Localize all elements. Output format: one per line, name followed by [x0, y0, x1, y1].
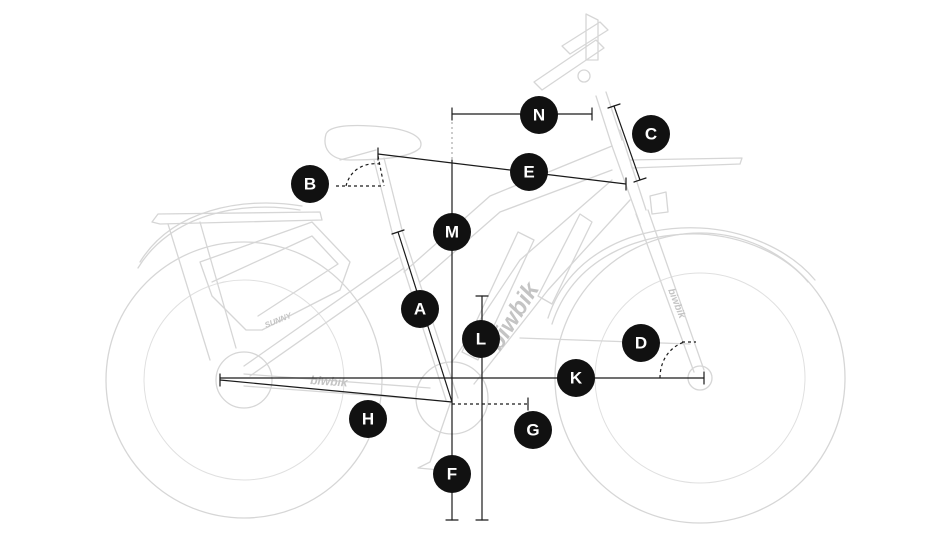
- svg-text:C: C: [645, 125, 657, 144]
- dimension-line-b: [336, 163, 382, 187]
- badge-m: N: [520, 96, 558, 134]
- badge-a: A: [401, 290, 439, 328]
- badge-h: H: [349, 400, 387, 438]
- rear-wheel: [105, 241, 383, 519]
- dimension-line-d: [659, 341, 685, 379]
- badge-b: B: [291, 165, 329, 203]
- headlight: [649, 191, 669, 215]
- saddle: [324, 124, 422, 161]
- badge-g: G: [514, 411, 552, 449]
- crank-arm: [417, 397, 453, 471]
- model-text: SUNNY: [263, 311, 293, 330]
- fork: [635, 209, 705, 373]
- front-fender: [547, 227, 816, 325]
- svg-text:F: F: [447, 465, 457, 484]
- svg-text:A: A: [414, 300, 426, 319]
- badge-f: F: [433, 455, 471, 493]
- svg-text:M: M: [445, 223, 459, 242]
- dimension-line-c: [613, 105, 641, 181]
- svg-text:L: L: [476, 330, 486, 349]
- badge-n: M: [433, 213, 471, 251]
- badge-d: D: [622, 324, 660, 362]
- front-rack: [629, 157, 743, 169]
- svg-text:N: N: [533, 106, 545, 125]
- bike-outline: biwbik biwbik SUNNY biwbik: [105, 13, 846, 524]
- dimension-line-h: [219, 379, 453, 403]
- svg-text:G: G: [526, 421, 539, 440]
- svg-text:B: B: [304, 175, 316, 194]
- rear-rack: [151, 211, 351, 361]
- top-tube: [403, 145, 613, 283]
- stem: [595, 91, 623, 147]
- badge-c: C: [632, 115, 670, 153]
- seat-stay: [243, 257, 405, 377]
- chainstay-logo: biwbik: [310, 373, 350, 390]
- badge-e: E: [510, 153, 548, 191]
- badge-k: K: [557, 359, 595, 397]
- svg-text:E: E: [523, 163, 534, 182]
- badge-l: L: [462, 320, 500, 358]
- svg-text:D: D: [635, 334, 647, 353]
- handlebar: [533, 13, 609, 91]
- battery: [461, 231, 535, 361]
- seat-post: [373, 157, 403, 233]
- rear-fender: [137, 202, 303, 269]
- svg-text:H: H: [362, 410, 374, 429]
- dimension-badges: N C E B M A L D K H G F: [291, 96, 670, 493]
- dimension-line-e: [377, 153, 627, 185]
- svg-text:K: K: [570, 369, 583, 388]
